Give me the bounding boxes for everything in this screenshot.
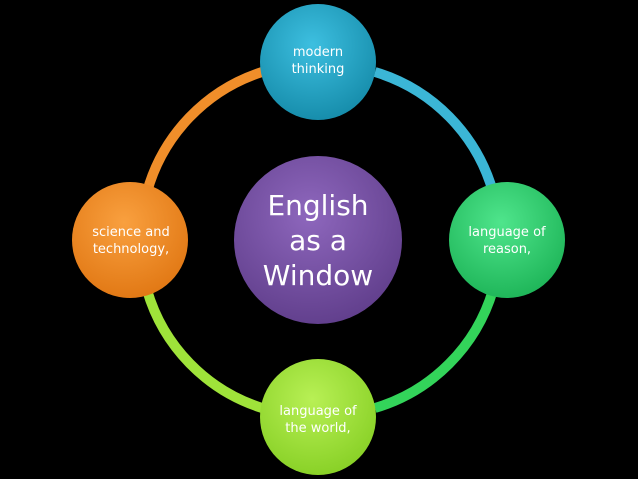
- ring-arc-right-bottom: [373, 288, 498, 413]
- ring-arc-left-top: [142, 67, 264, 194]
- center-circle: [234, 156, 402, 324]
- node-left-circle: [72, 182, 188, 298]
- ring-arc-top-right: [373, 67, 498, 194]
- node-bottom-label: language of the world,: [279, 404, 357, 436]
- node-left-label: science and technology,: [92, 225, 170, 257]
- node-right-label: language of reason,: [468, 225, 546, 257]
- center-label: English as a Window: [262, 188, 374, 292]
- node-right-circle: [449, 182, 565, 298]
- node-top-circle: [260, 4, 376, 120]
- node-top-label: modern thinking: [291, 45, 345, 77]
- ring-arc-bottom-left: [142, 288, 264, 413]
- node-bottom-circle: [260, 359, 376, 475]
